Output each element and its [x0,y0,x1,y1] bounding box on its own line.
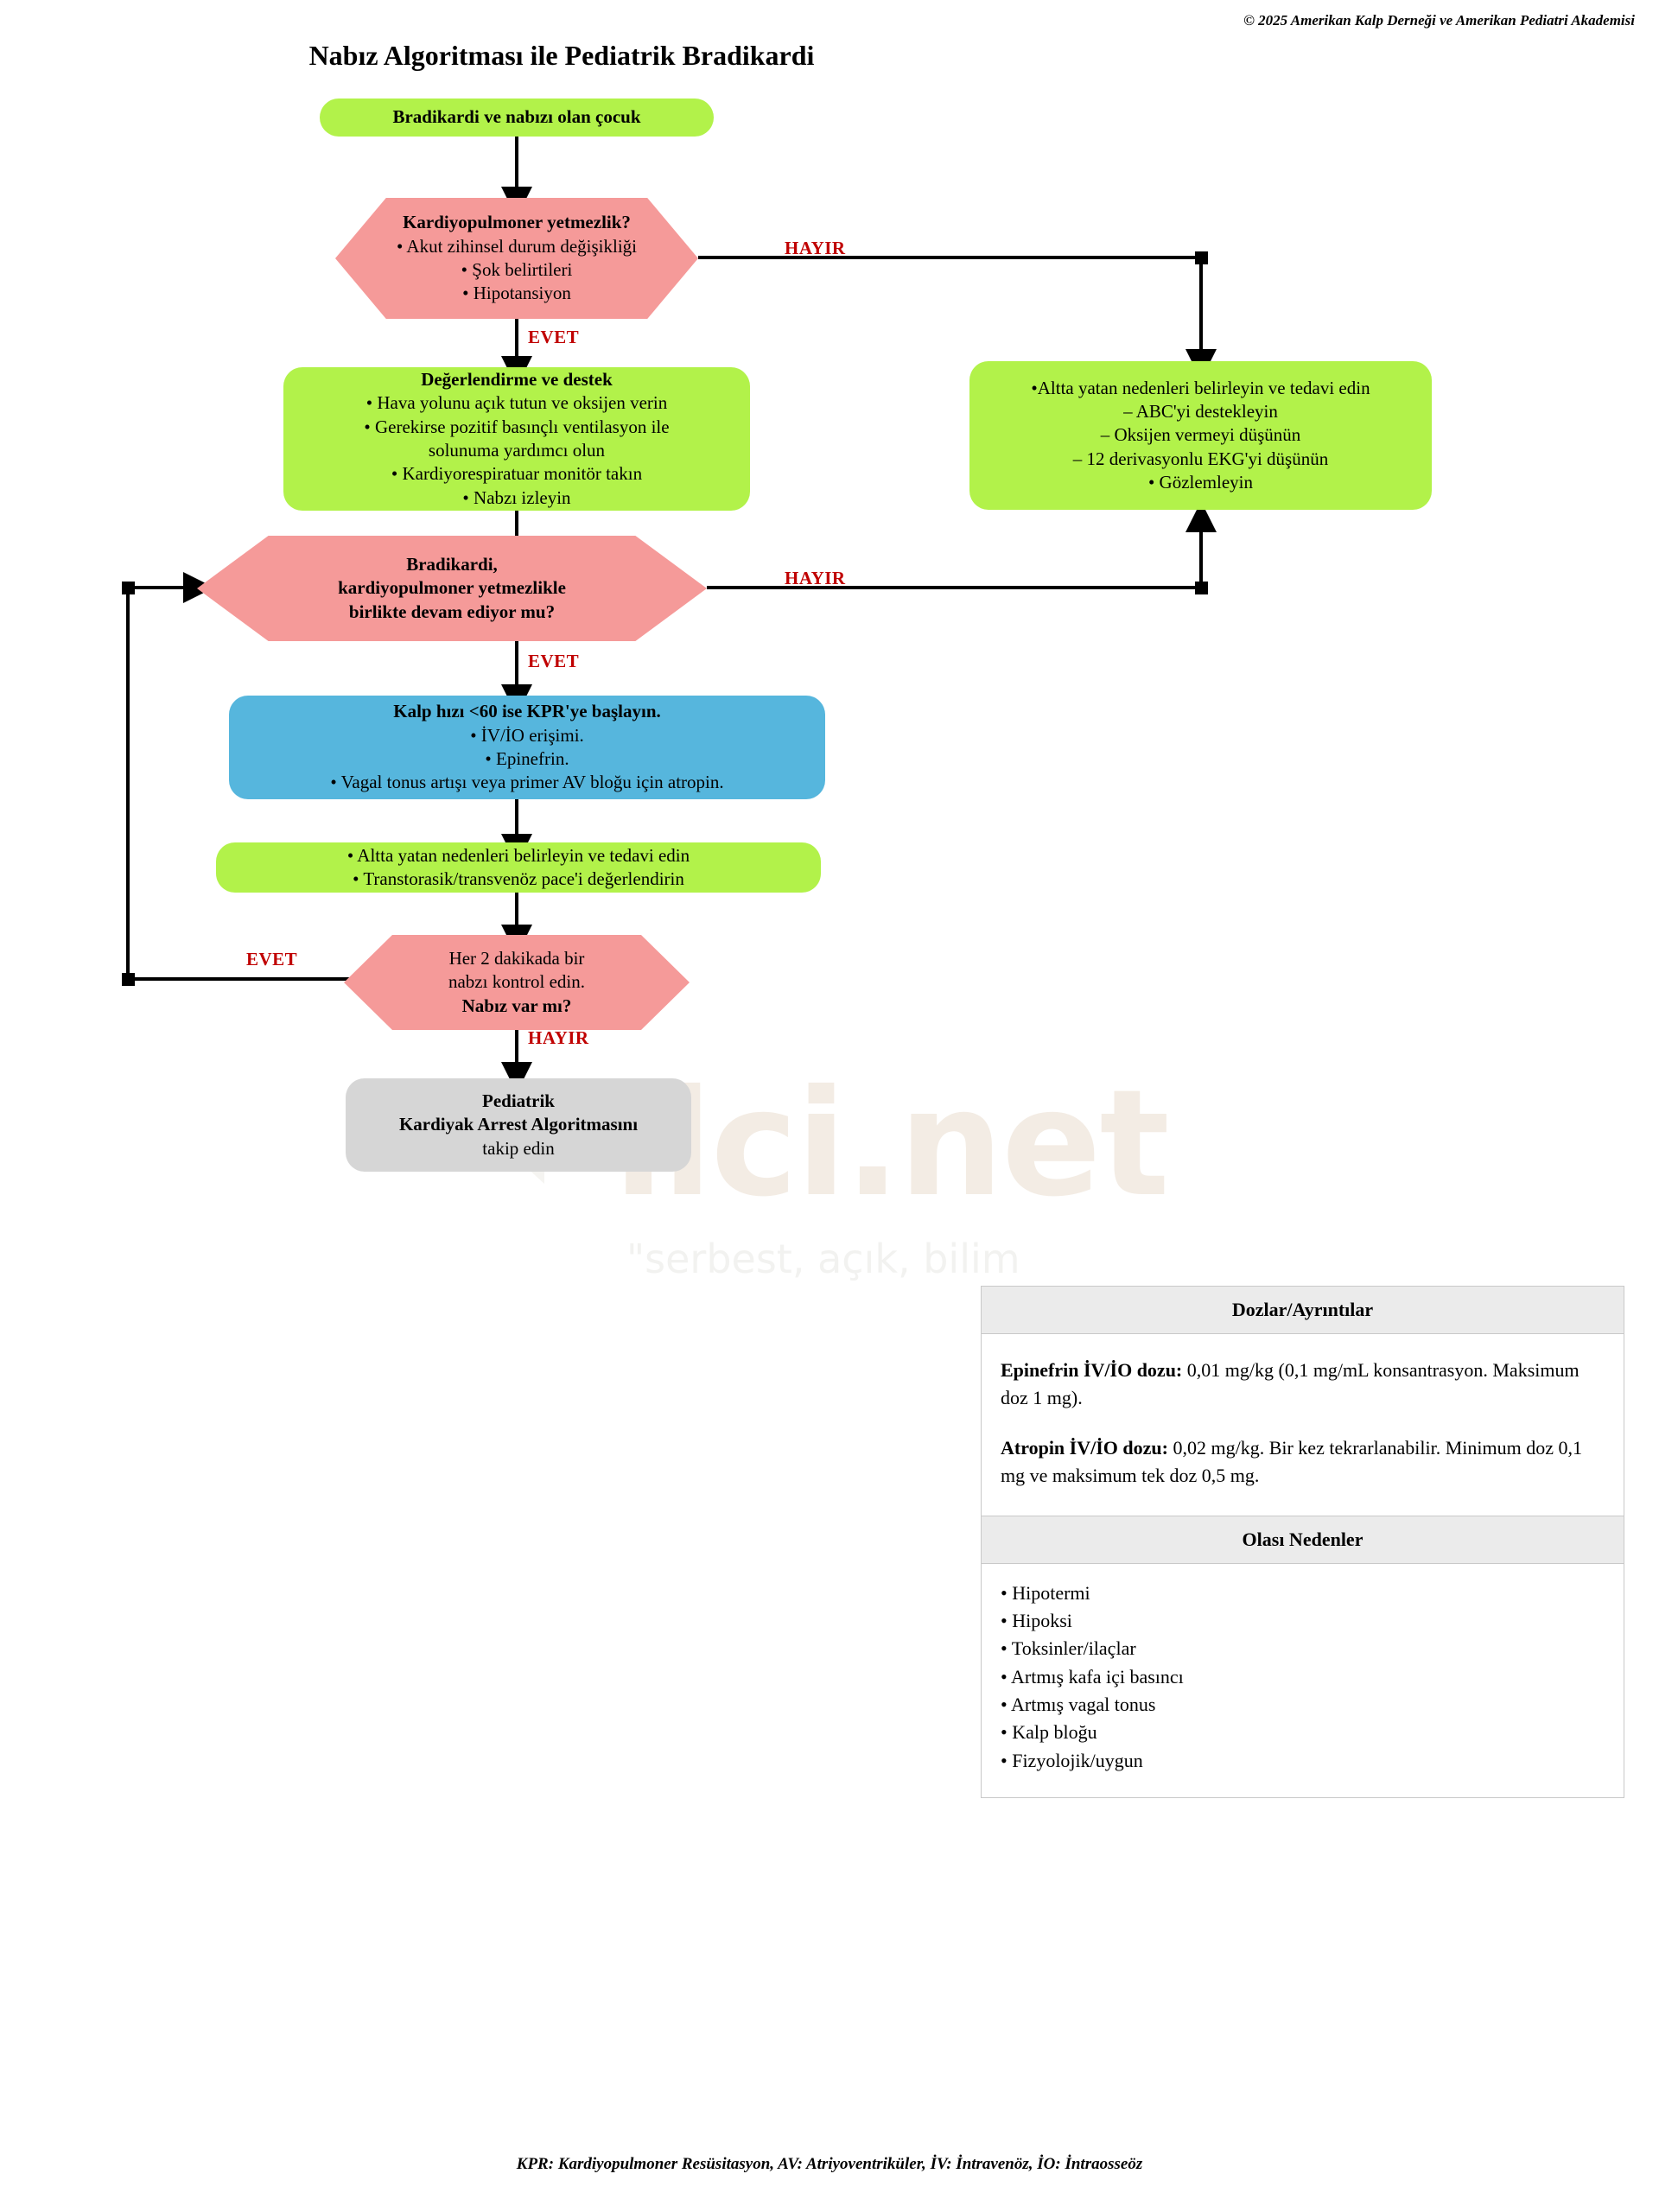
node-decision1-line-2: • Hipotansiyon [462,283,571,304]
node-observe-line-4: • Gözlemleyin [1147,471,1254,493]
cause-item: • Artmış kafa içi basıncı [1001,1665,1184,1688]
node-start-cpr[interactable]: Kalp hızı <60 ise KPR'ye başlayın. • İV/… [229,696,825,799]
node-decision1-line-0: • Akut zihinsel durum değişikliği [396,235,637,257]
doses-body: Epinefrin İV/İO dozu: 0,01 mg/kg (0,1 mg… [982,1334,1624,1516]
node-observe-line-3: – 12 derivasyonlu EKG'yi düşünün [1072,448,1329,469]
node-go-to-cardiac-arrest-algorithm[interactable]: Pediatrik Kardiyak Arrest Algoritmasını … [346,1078,691,1172]
epinefrin-label: Epinefrin İV/İO dozu: [1001,1359,1183,1381]
node-identify-and-observe[interactable]: •Altta yatan nedenleri belirleyin ve ted… [969,361,1432,510]
branch-label-d3-no: HAYIR [528,1027,589,1048]
epinefrin-text: 0,01 mg/kg (0,1 mg/mL konsantrasyon. Mak… [1001,1359,1580,1408]
cause-item: • Hipoksi [1001,1609,1072,1631]
footer-iv-label: İV: [930,2155,952,2173]
node-start-title: Bradikardi ve nabızı olan çocuk [392,106,641,128]
node-treat-line-1: • Transtorasik/transvenöz pace'i değerle… [353,868,684,889]
node-cpr-line-1: • Epinefrin. [485,748,569,769]
node-assess-and-support[interactable]: Değerlendirme ve destek • Hava yolunu aç… [283,367,750,511]
abbreviations-footer: KPR: Kardiyopulmoner Resüsitasyon, AV: A… [0,2155,1659,2174]
copyright-notice: © 2025 Amerikan Kalp Derneği ve Amerikan… [1243,12,1635,29]
cause-item: • Kalp bloğu [1001,1721,1097,1744]
node-cpr-title: Kalp hızı <60 ise KPR'ye başlayın. [393,701,661,722]
node-treat-causes-and-pacing[interactable]: • Altta yatan nedenleri belirleyin ve te… [216,842,821,893]
causes-list: • Hipotermi • Hipoksi • Toksinler/ilaçla… [982,1564,1624,1797]
footer-io-text: İntraosseöz [1060,2155,1143,2173]
node-decision2-line-1: kardiyopulmoner yetmezlikle [338,577,566,599]
node-assess-line-1: • Gerekirse pozitif basınçlı ventilasyon… [364,416,670,437]
node-decision-bradycardia-persists[interactable]: Bradikardi, kardiyopulmoner yetmezlikle … [197,536,707,641]
node-assess-line-2: solunuma yardımcı olun [428,440,606,461]
node-decision3-line-0: Her 2 dakikada bir [448,948,585,969]
branch-label-d1-yes: EVET [528,327,580,347]
node-assess-title: Değerlendirme ve destek [421,369,613,391]
atropin-dose-row: Atropin İV/İO dozu: 0,02 mg/kg. Bir kez … [1001,1434,1605,1490]
node-cpr-line-0: • İV/İO erişimi. [470,724,584,746]
branch-label-d2-yes: EVET [528,651,580,671]
node-assess-line-3: • Kardiyorespiratuar monitör takın [391,463,643,485]
page-title: Nabız Algoritması ile Pediatrik Bradikar… [308,40,815,71]
footer-av-text: Atriyoventriküler, [802,2155,931,2173]
node-observe-line-0: •Altta yatan nedenleri belirleyin ve ted… [1031,377,1370,398]
branch-label-d3-yes: EVET [246,949,298,969]
node-decision1-line-1: • Şok belirtileri [461,259,573,280]
branch-label-d2-no: HAYIR [785,568,846,588]
cause-item: • Artmış vagal tonus [1001,1693,1156,1715]
cause-item: • Hipotermi [1001,1581,1090,1604]
node-assess-line-4: • Nabzı izleyin [462,486,571,508]
atropin-text: 0,02 mg/kg. Bir kez tekrarlanabilir. Min… [1001,1436,1582,1486]
doses-header: Dozlar/Ayrıntılar [982,1287,1624,1334]
node-arrest-last: takip edin [482,1137,555,1159]
node-observe-line-1: – ABC'yi destekleyin [1123,401,1278,423]
footer-iv-text: İntravenöz, [951,2155,1038,2173]
node-decision-cardiopulmonary-failure[interactable]: Kardiyopulmoner yetmezlik? • Akut zihins… [335,198,698,319]
atropin-label: Atropin İV/İO dozu: [1001,1436,1168,1459]
reference-panel: Dozlar/Ayrıntılar Epinefrin İV/İO dozu: … [981,1286,1624,1798]
node-decision3-question: Nabız var mı? [461,995,572,1016]
node-observe-line-2: – Oksijen vermeyi düşünün [1100,424,1301,446]
node-decision3-line-1: nabzı kontrol edin. [448,971,586,993]
node-arrest-line-1: Kardiyak Arrest Algoritmasını [398,1114,639,1135]
branch-label-d1-no: HAYIR [785,238,846,258]
node-decision2-line-2: birlikte devam ediyor mu? [348,601,556,622]
footer-io-label: İO: [1037,2155,1061,2173]
causes-header: Olası Nedenler [982,1515,1624,1564]
node-decision-pulse-check[interactable]: Her 2 dakikada bir nabzı kontrol edin. N… [344,935,690,1030]
node-cpr-line-2: • Vagal tonus artışı veya primer AV bloğ… [330,772,724,793]
node-decision2-line-0: Bradikardi, [406,554,498,575]
footer-kpr-text: Kardiyopulmoner Resüsitasyon, [554,2155,779,2173]
node-start[interactable]: Bradikardi ve nabızı olan çocuk [320,99,714,137]
cause-item: • Fizyolojik/uygun [1001,1749,1143,1771]
node-treat-line-0: • Altta yatan nedenleri belirleyin ve te… [346,844,690,866]
node-decision1-title: Kardiyopulmoner yetmezlik? [403,212,631,233]
node-assess-line-0: • Hava yolunu açık tutun ve oksijen veri… [365,392,668,414]
node-arrest-line-0: Pediatrik [482,1090,555,1112]
cause-item: • Toksinler/ilaçlar [1001,1637,1136,1660]
epinefrin-dose-row: Epinefrin İV/İO dozu: 0,01 mg/kg (0,1 mg… [1001,1357,1605,1412]
footer-av-label: AV: [778,2155,803,2173]
footer-kpr-label: KPR: [516,2155,555,2173]
